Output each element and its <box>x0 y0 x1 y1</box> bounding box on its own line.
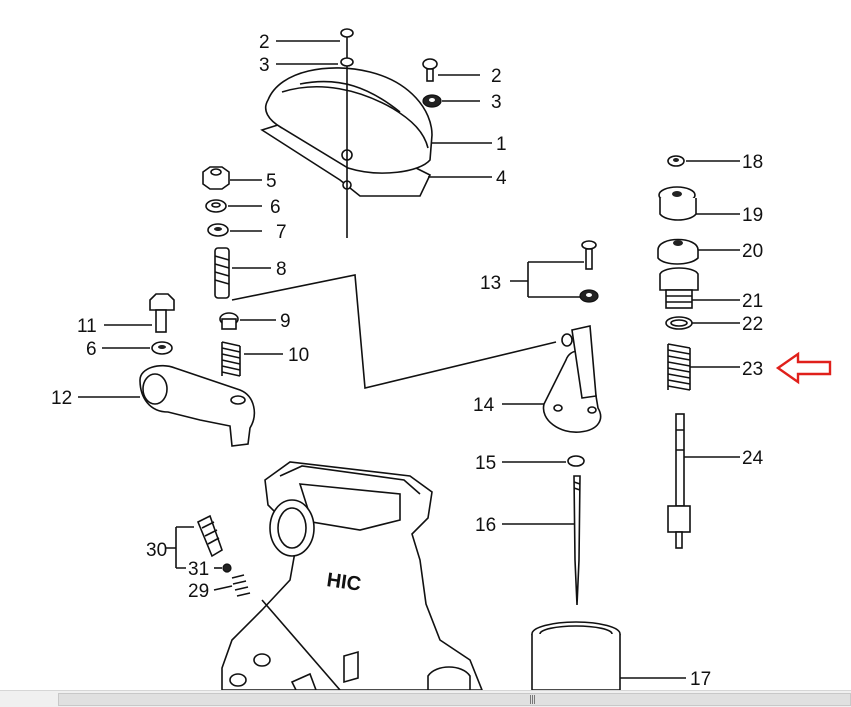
washer-3a <box>340 57 354 67</box>
nut-18 <box>667 155 685 167</box>
chamber-17 <box>531 621 621 690</box>
label-10: 10 <box>288 345 309 366</box>
label-6a: 6 <box>270 197 281 218</box>
label-3b: 3 <box>491 92 502 113</box>
label-6b: 6 <box>86 339 97 360</box>
label-11: 11 <box>77 316 97 337</box>
horizontal-scrollbar[interactable]: ||| <box>0 690 851 707</box>
scrollbar-thumb[interactable]: ||| <box>58 693 851 706</box>
carburetor-body <box>221 461 483 690</box>
label-18: 18 <box>742 152 763 173</box>
washer-6a <box>205 199 227 213</box>
label-23: 23 <box>742 359 763 380</box>
label-8: 8 <box>276 259 287 280</box>
washer-3b <box>422 94 442 108</box>
label-24: 24 <box>742 448 764 469</box>
cap-9 <box>219 312 239 330</box>
nut-5 <box>202 166 230 190</box>
plug-21 <box>659 267 699 309</box>
clip-15 <box>567 455 585 467</box>
rod-24 <box>667 413 691 549</box>
screw-2b <box>422 58 438 82</box>
label-2a: 2 <box>259 32 270 53</box>
label-2b: 2 <box>491 66 502 87</box>
label-13: 13 <box>480 273 501 294</box>
screw-13a <box>581 240 597 270</box>
spring-23 <box>667 343 691 391</box>
label-15: 15 <box>475 453 496 474</box>
label-14: 14 <box>473 395 495 416</box>
label-20: 20 <box>742 241 763 262</box>
bolt-11 <box>149 293 175 333</box>
needle-16 <box>573 475 581 606</box>
label-30: 30 <box>146 540 167 561</box>
label-4: 4 <box>496 168 507 189</box>
label-5: 5 <box>266 171 277 192</box>
stud-8 <box>214 247 230 299</box>
highlight-arrow-icon <box>775 351 832 385</box>
label-7: 7 <box>276 222 287 243</box>
ring-31 <box>222 563 232 573</box>
spring-10 <box>221 341 241 377</box>
washer-7 <box>207 223 229 237</box>
label-17: 17 <box>690 669 711 690</box>
label-3a: 3 <box>259 55 270 76</box>
label-31: 31 <box>188 559 209 580</box>
label-12: 12 <box>51 388 72 409</box>
label-1: 1 <box>496 134 507 155</box>
label-16: 16 <box>475 515 496 536</box>
parts-diagram: HIC 2 3 2 3 1 4 5 6 7 8 9 10 11 6 12 13 … <box>51 28 832 690</box>
scrollbar-grip-icon: ||| <box>529 695 536 705</box>
label-9: 9 <box>280 311 291 332</box>
label-21: 21 <box>742 291 763 312</box>
washer-13b <box>579 289 599 303</box>
label-22: 22 <box>742 314 763 335</box>
lever-12 <box>139 364 256 447</box>
spring-29 <box>231 574 251 597</box>
label-29: 29 <box>188 581 209 602</box>
top-cover <box>260 67 433 197</box>
label-19: 19 <box>742 205 763 226</box>
washer-6b <box>151 341 173 355</box>
body-marking: HIC <box>325 569 362 596</box>
ring-22 <box>665 316 693 330</box>
piston-14 <box>542 325 602 433</box>
screw-30 <box>196 514 223 558</box>
screw-2a <box>340 28 354 238</box>
cap-19 <box>658 186 697 221</box>
cap-20 <box>657 238 699 265</box>
